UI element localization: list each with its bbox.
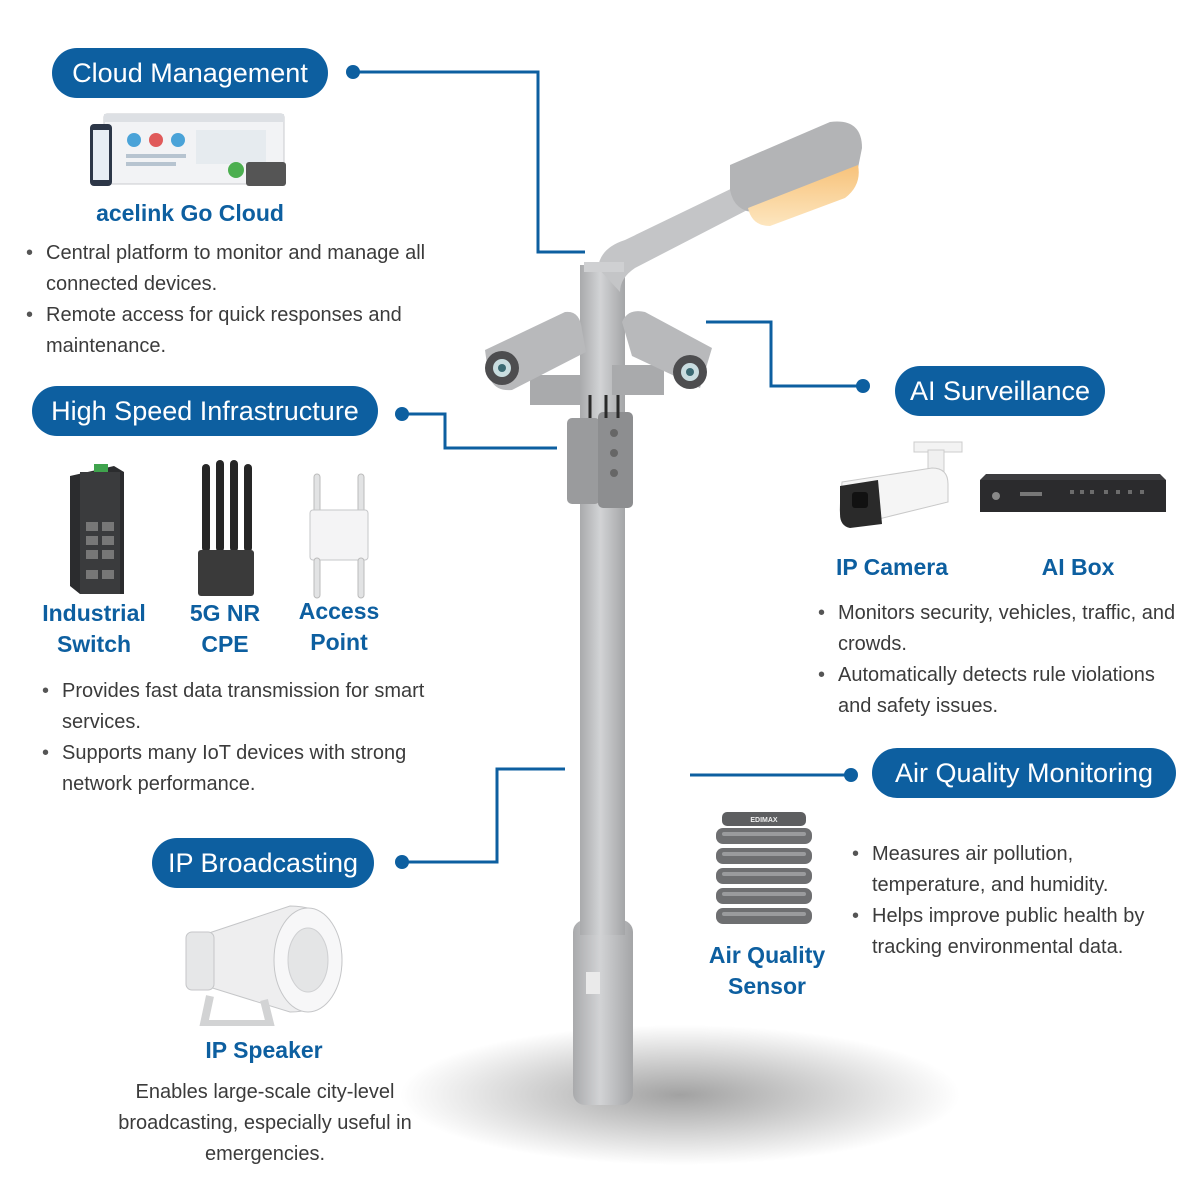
ip-camera-icon: [839, 441, 963, 528]
air-quality-sensor-label-line2: Sensor: [728, 973, 806, 999]
ai-connector-dot: [856, 379, 870, 393]
industrial-switch-label-line1: Industrial: [42, 600, 146, 626]
connector-ai: [706, 320, 861, 388]
cloud-bullets: Central platform to monitor and manage a…: [26, 238, 456, 362]
connector-broadcast: [403, 767, 565, 864]
pole-ground-shadow: [400, 1025, 960, 1165]
air-connector-dot: [844, 768, 858, 782]
ip-speaker-label: IP Speaker: [205, 1037, 323, 1063]
ip-horn-speaker-icon: [185, 905, 343, 1026]
ai-bullet-2: Automatically detects rule violations an…: [818, 660, 1178, 722]
cloud-management-pill: Cloud Management: [52, 48, 328, 98]
access-point-icon: [309, 473, 369, 599]
air-quality-sensor-label: Air Quality Sensor: [692, 940, 842, 1002]
industrial-switch-label-line2: Switch: [56, 631, 132, 657]
ai-box-label: AI Box: [1041, 554, 1115, 580]
access-point-label: Access Point: [284, 596, 394, 658]
air-quality-monitoring-pill: Air Quality Monitoring: [872, 748, 1176, 798]
ai-bullet-1: Monitors security, vehicles, traffic, an…: [818, 598, 1178, 660]
infra-connector-dot: [395, 407, 409, 421]
cloud-product-label: acelink Go Cloud: [96, 200, 284, 226]
industrial-switch-label: Industrial Switch: [24, 598, 164, 660]
street-lamp-pole: [485, 121, 862, 1105]
ip-broadcasting-pill: IP Broadcasting: [152, 838, 374, 888]
air-quality-sensor-label-line1: Air Quality: [708, 942, 826, 968]
ai-bullets: Monitors security, vehicles, traffic, an…: [818, 598, 1178, 722]
air-bullet-1: Measures air pollution, temperature, and…: [852, 839, 1192, 901]
cloud-bullet-1: Central platform to monitor and manage a…: [26, 238, 456, 300]
5g-cpe-router-icon: [198, 460, 254, 596]
ai-box-icon: [980, 474, 1166, 512]
industrial-switch-icon: [70, 464, 124, 594]
air-quality-sensor-icon: EDIMAX: [716, 812, 812, 924]
broadcast-description: Enables large-scale city-level broadcast…: [118, 1081, 412, 1165]
5g-cpe-label-line2: CPE: [201, 631, 249, 657]
broadcast-connector-dot: [395, 855, 409, 869]
air-bullets: Measures air pollution, temperature, and…: [852, 839, 1192, 963]
connector-cloud: [353, 70, 585, 254]
air-bullet-2: Helps improve public health by tracking …: [852, 901, 1192, 963]
connector-infra: [402, 412, 557, 450]
cloud-connector-dot: [346, 65, 360, 79]
ip-camera-label: IP Camera: [835, 554, 949, 580]
5g-cpe-label-line1: 5G NR: [189, 600, 261, 626]
ai-surveillance-pill: AI Surveillance: [895, 366, 1105, 416]
5g-cpe-label: 5G NR CPE: [170, 598, 280, 660]
connector-lines: [353, 70, 861, 864]
access-point-label-line2: Point: [310, 629, 368, 655]
infra-bullet-2: Supports many IoT devices with strong ne…: [42, 738, 462, 800]
infra-bullets: Provides fast data transmission for smar…: [42, 676, 462, 800]
air-sensor-brand-text: EDIMAX: [750, 817, 778, 824]
access-point-label-line1: Access: [298, 598, 380, 624]
cloud-bullet-2: Remote access for quick responses and ma…: [26, 300, 456, 362]
cloud-dashboard-screens-icon: [90, 113, 286, 186]
infra-bullet-1: Provides fast data transmission for smar…: [42, 676, 462, 738]
high-speed-infrastructure-pill: High Speed Infrastructure: [32, 386, 378, 436]
